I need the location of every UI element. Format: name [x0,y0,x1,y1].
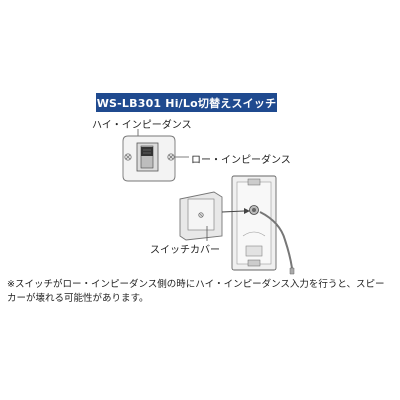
screw-left [124,153,132,161]
install-arrow [221,210,245,213]
speaker-back-panel [231,175,277,271]
label-high-impedance: ハイ・インピーダンス [92,120,192,131]
switch-plate-detail [122,135,176,182]
warning-note: ※スイッチがロー・インピーダンス側の時にハイ・インピーダンス入力を行うと、スピー… [7,279,385,304]
speaker-cable [259,211,293,269]
diagram-title: WS-LB301 Hi/Lo切替えスイッチ [96,93,277,112]
switch-knob [141,147,153,156]
label-low-impedance: ロー・インピーダンス [191,155,291,166]
switch-cover-panel [179,191,223,241]
label-switch-cover: スイッチカバー [150,245,220,256]
screw-right [167,153,175,161]
